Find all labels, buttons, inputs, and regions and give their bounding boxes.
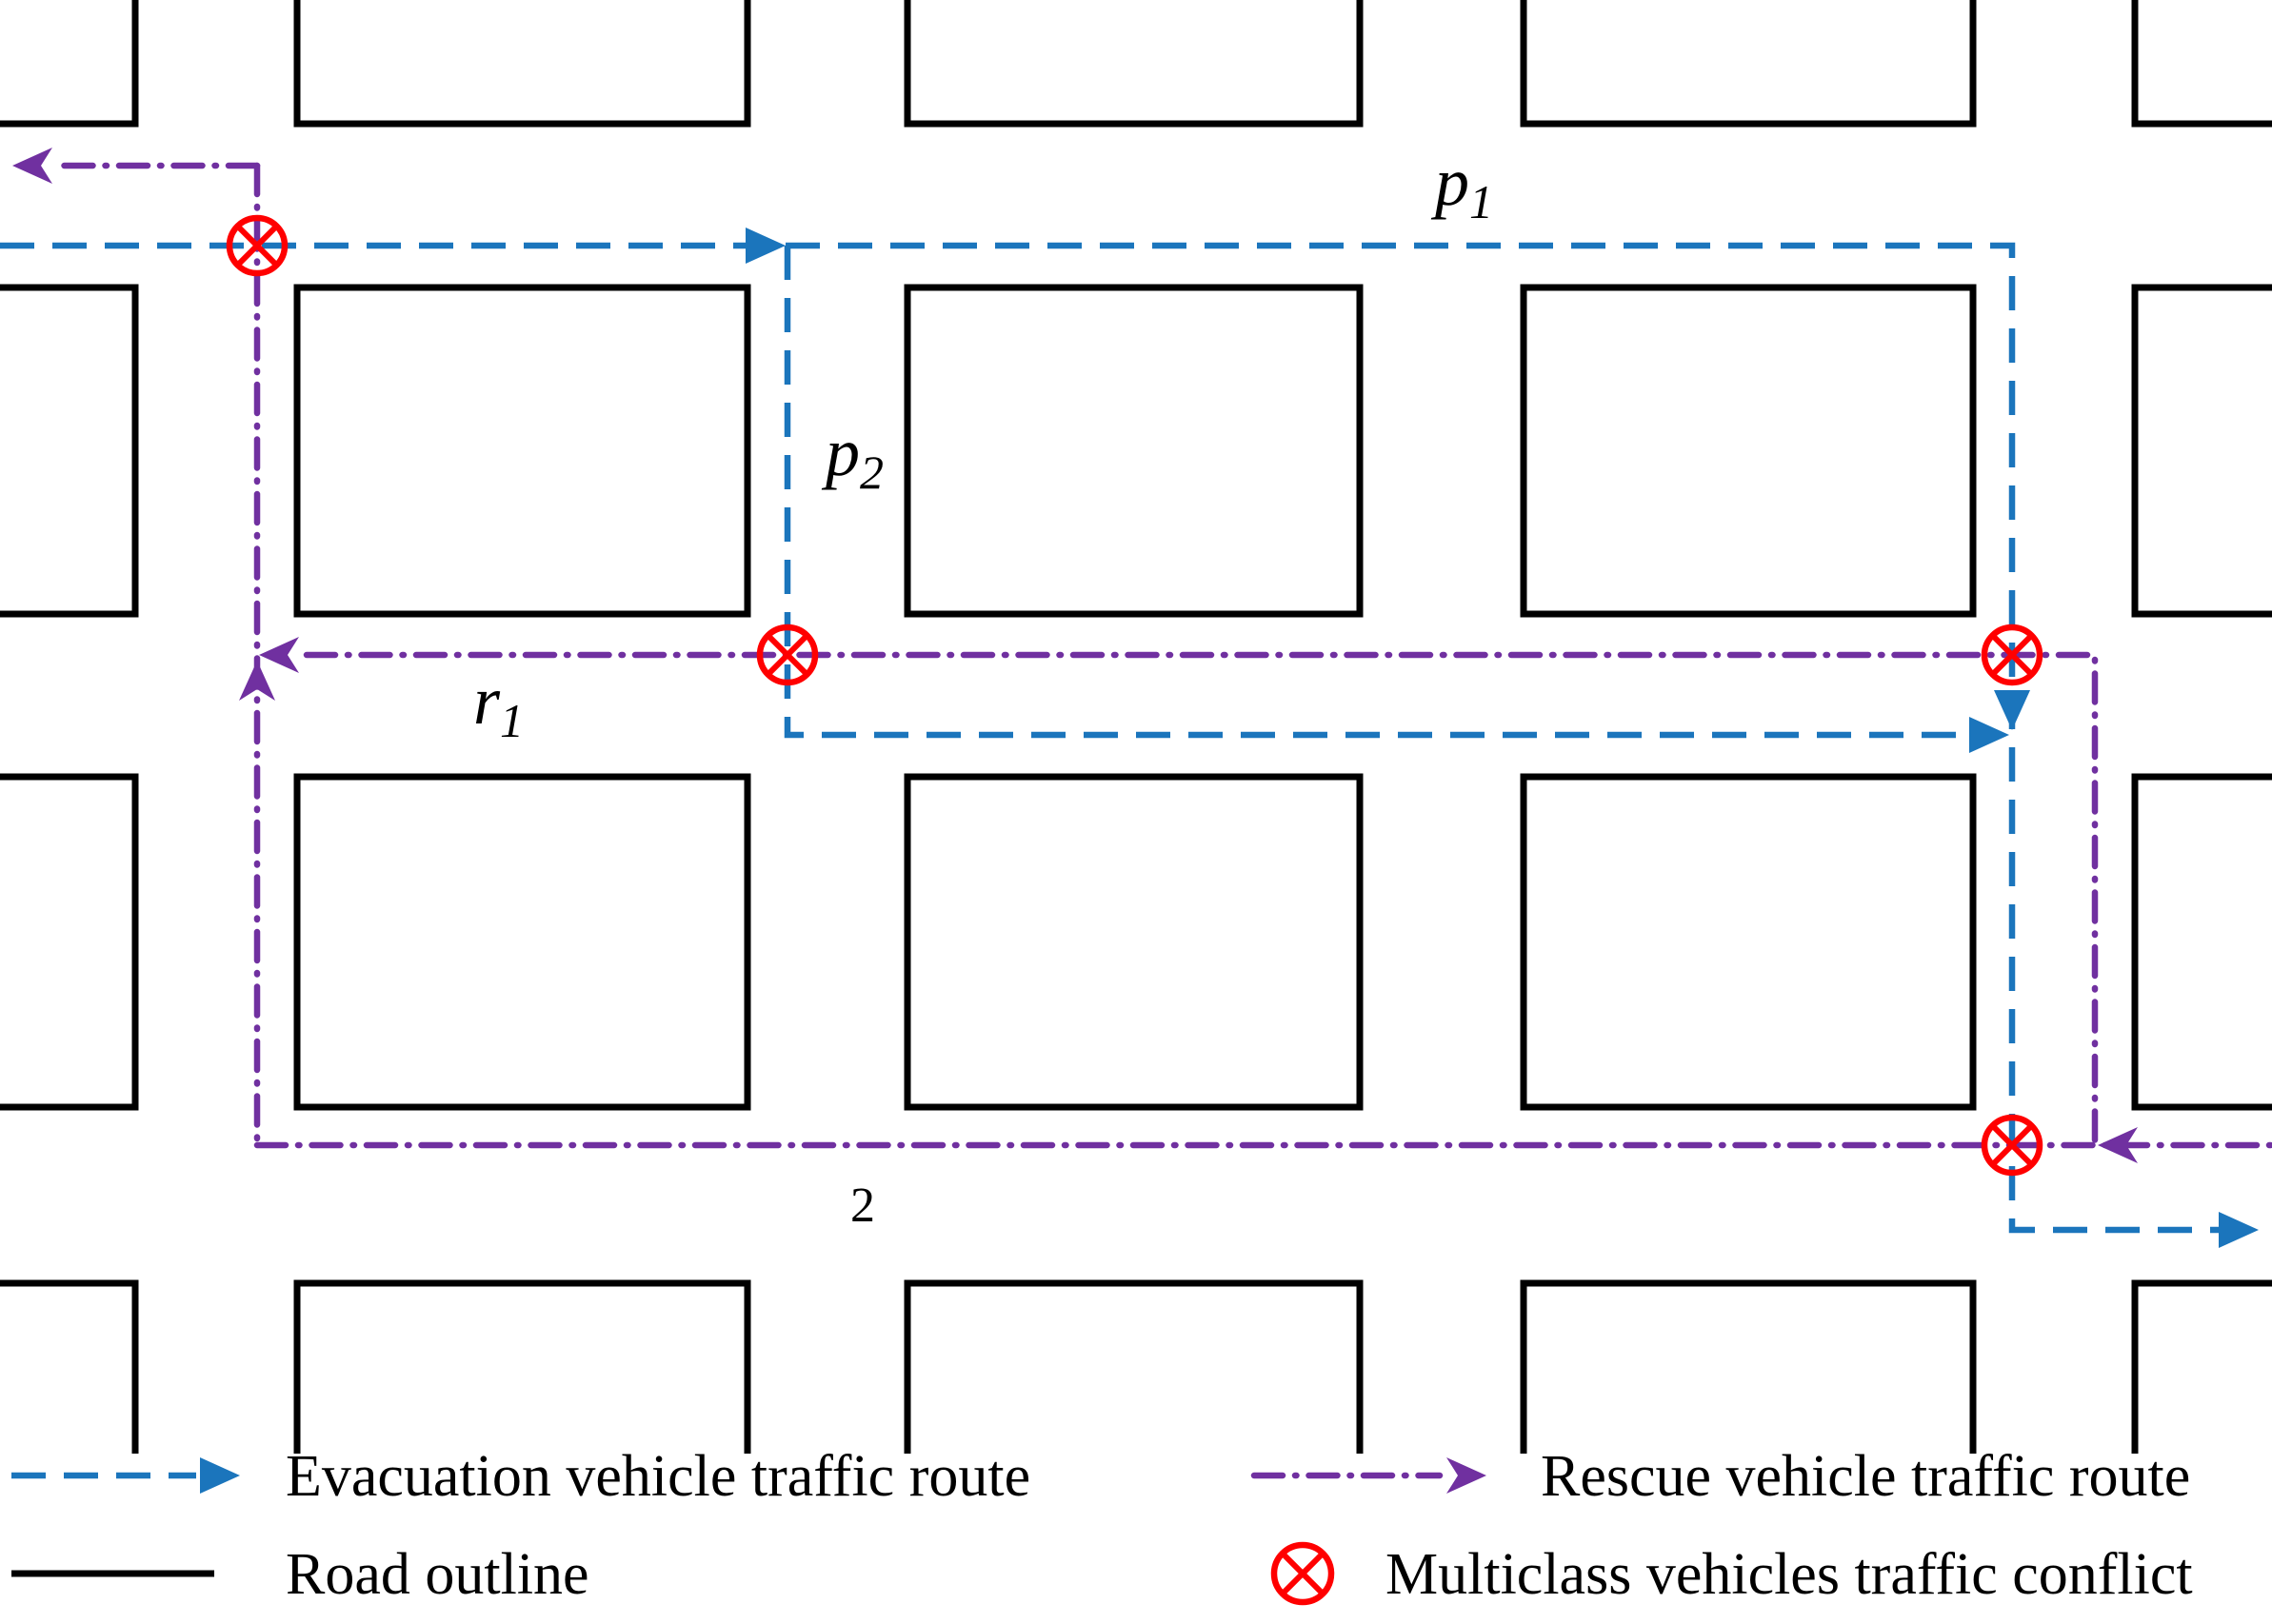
legend: Evacuation vehicle traffic route Rescue … [11,1444,2193,1607]
conflict-marker [1981,1114,2043,1177]
conflict-x-stroke [1280,1551,1325,1596]
city-block [1520,0,1977,128]
city-block [0,773,139,1111]
city-block [904,0,1364,128]
city-block [293,284,751,618]
conflict-x-stroke [1989,632,2035,678]
conflict-x-stroke [234,223,280,268]
city-block [2131,0,2272,128]
rescue-route-layer [12,148,2272,1163]
conflict-circle [1981,1114,2043,1177]
conflict-markers-layer [226,214,2043,1177]
label-p1: p1 [1430,144,1493,228]
legend-samples [11,1457,1486,1606]
rescue-route-arrow [2098,1127,2138,1163]
conflict-marker [756,624,819,686]
evacuation-route-arrow [1994,690,2030,730]
evacuation-route-arrow [1969,717,2009,753]
city-block [904,284,1364,618]
conflict-x-stroke [1989,1122,2035,1168]
city-block [904,1279,1364,1454]
legend-sample-arrow [1446,1457,1486,1494]
label-r1: r1 [473,663,524,747]
evacuation-route-segment [0,242,2224,1234]
city-block [0,284,139,618]
rescue-route-arrow [239,661,275,701]
city-block [293,773,751,1111]
conflict-circle [1981,624,2043,686]
rescue-route-arrow [12,148,52,184]
evacuation-route-arrow [2219,1212,2259,1248]
conflict-circle [226,214,289,277]
legend-sample-arrow [200,1457,240,1494]
road-outline-layer [0,0,2272,1454]
city-block [2131,773,2272,1111]
route-labels: p1 p2 r1 2 [473,144,1493,1233]
label-2: 2 [850,1178,875,1233]
legend-label-evacuation: Evacuation vehicle traffic route [286,1444,1030,1509]
city-block [1520,1279,1977,1454]
city-block [293,0,751,128]
evacuation-route-arrow [746,228,786,264]
conflict-x-stroke [765,632,810,678]
city-block [0,0,139,128]
evacuation-route-layer [0,228,2259,1248]
city-block [2131,284,2272,618]
legend-label-road-outline: Road outline [286,1542,589,1607]
legend-label-conflict: Multiclass vehicles traffic conflict [1385,1542,2193,1607]
city-block [2131,1279,2272,1454]
legend-label-rescue: Rescue vehicle traffic route [1541,1444,2190,1509]
city-block [904,773,1364,1111]
conflict-circle [1270,1541,1335,1606]
city-block [1520,773,1977,1111]
rescue-route-arrow [259,637,299,673]
conflict-marker [226,214,289,277]
city-block [293,1279,751,1454]
evacuation-route-segment [784,246,1967,739]
city-block [0,1279,139,1454]
rescue-route-segment [303,651,2099,1149]
conflict-circle [756,624,819,686]
conflict-marker [1270,1541,1335,1606]
conflict-marker [1981,624,2043,686]
label-p2: p2 [821,414,884,499]
city-block [1520,284,1977,618]
